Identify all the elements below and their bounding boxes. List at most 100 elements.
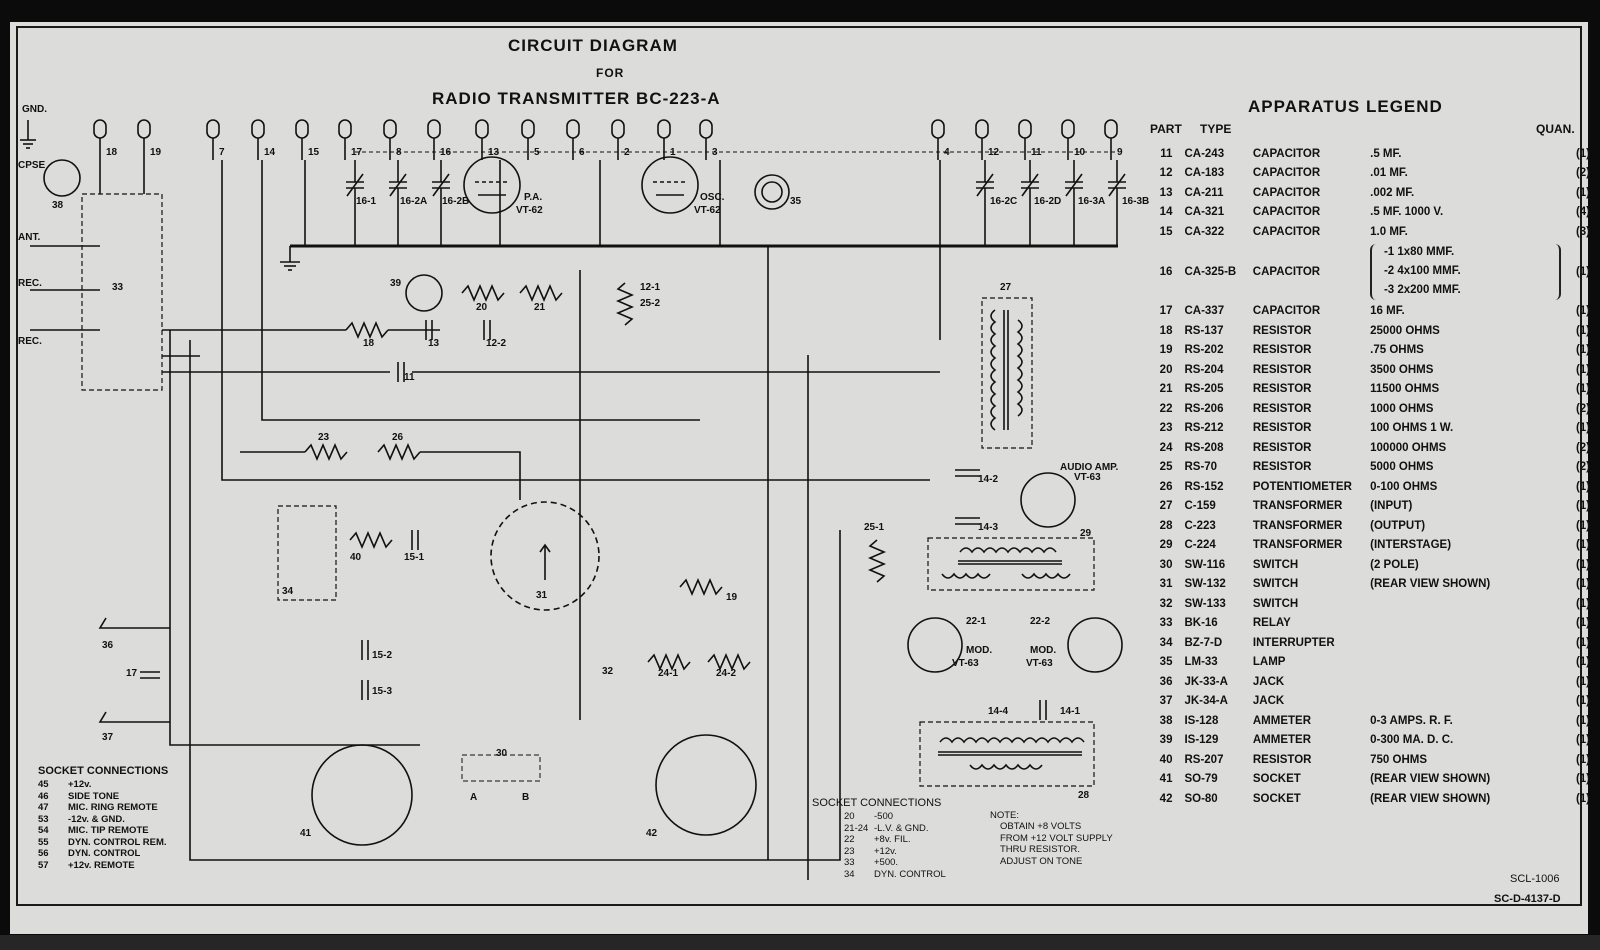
legend-part: 20 xyxy=(1159,363,1173,376)
legend-part: 27 xyxy=(1159,500,1173,513)
socket-desc: -12v. & GND. xyxy=(68,813,125,825)
legend-qty: (2) xyxy=(1575,441,1590,454)
switch-30-label-b: B xyxy=(522,792,530,803)
component-ref-label: 19 xyxy=(726,592,738,603)
component-ref-label: 20 xyxy=(476,302,488,313)
legend-qty: (1) xyxy=(1575,558,1590,571)
legend-desc: JACK xyxy=(1252,675,1285,688)
rec-label-1: REC. xyxy=(18,278,42,289)
socket-row: 21-24 -L.V. & GND. xyxy=(844,823,946,835)
diagram-border xyxy=(16,26,1582,906)
legend-qty: (1) xyxy=(1575,773,1590,786)
legend-value: .002 MF. xyxy=(1370,186,1415,199)
rec-label-2: REC. xyxy=(18,336,42,347)
socket-desc: +12v. REMOTE xyxy=(68,859,135,871)
legend-qty: (1) xyxy=(1575,480,1590,493)
legend-part: 23 xyxy=(1159,422,1173,435)
legend-qty: (2) xyxy=(1575,402,1590,415)
legend-type: CA-325-B xyxy=(1184,265,1237,278)
legend-type: BK-16 xyxy=(1184,617,1218,630)
terminal-post xyxy=(93,119,107,139)
legend-desc: CAPACITOR xyxy=(1252,305,1321,318)
legend-desc: SWITCH xyxy=(1252,558,1299,571)
socket-desc: MIC. TIP REMOTE xyxy=(68,825,149,836)
component-ref-label: 30 xyxy=(496,748,508,759)
component-ref-label: 18 xyxy=(363,338,375,349)
pa-tube-type: VT-62 xyxy=(516,205,543,216)
socket-connections-left-title: SOCKET CONNECTIONS xyxy=(38,765,169,777)
terminal-post xyxy=(475,119,489,139)
legend-part: 21 xyxy=(1159,383,1173,396)
terminal-post xyxy=(611,119,625,139)
legend-type: JK-34-A xyxy=(1184,695,1228,708)
legend-part: 32 xyxy=(1159,597,1173,610)
component-ref-label: 28 xyxy=(1078,790,1090,801)
legend-part: 38 xyxy=(1159,714,1173,727)
legend-qty: (1) xyxy=(1575,500,1590,513)
legend-part: 12 xyxy=(1159,167,1173,180)
gnd-label: GND. xyxy=(22,104,47,115)
socket-desc: -L.V. & GND. xyxy=(874,822,929,834)
mod-tube-1-label: MOD. xyxy=(966,645,993,656)
legend-qty: (1) xyxy=(1575,675,1590,688)
legend-desc: CAPACITOR xyxy=(1252,167,1321,180)
component-ref-label: 31 xyxy=(536,590,548,601)
legend-part: 30 xyxy=(1159,558,1173,571)
terminal-post xyxy=(699,119,713,139)
socket-42-symbol xyxy=(655,734,757,836)
legend-type: IS-128 xyxy=(1184,714,1219,727)
mod-tube-2-label: MOD. xyxy=(1030,645,1057,656)
component-ref-label: 16-2B xyxy=(442,196,470,207)
legend-qty: (1) xyxy=(1575,597,1590,610)
legend-value: .5 MF. 1000 V. xyxy=(1370,206,1444,219)
component-ref-label: 42 xyxy=(646,828,658,839)
legend-qty: (2) xyxy=(1575,461,1590,474)
component-ref-label: 41 xyxy=(300,828,312,839)
legend-qty: (1) xyxy=(1575,734,1590,747)
legend-qty: (1) xyxy=(1575,617,1590,630)
legend-value: (REAR VIEW SHOWN) xyxy=(1370,773,1491,786)
component-ref-label: 15-1 xyxy=(404,552,425,563)
terminal-post xyxy=(975,119,989,139)
mod-tube-1-symbol xyxy=(907,617,963,673)
socket-pin: 22 xyxy=(844,834,855,845)
legend-value-group: -1 1x80 MMF.-2 4x100 MMF.-3 2x200 MMF. xyxy=(1369,243,1561,300)
socket-desc: MIC. RING REMOTE xyxy=(68,802,158,813)
terminal-post xyxy=(1018,119,1032,139)
component-ref-label: 16-1 xyxy=(356,196,377,207)
socket-pin: 45 xyxy=(38,779,49,790)
legend-qty: (1) xyxy=(1575,186,1590,199)
mod-tube-2-type: VT-63 xyxy=(1026,658,1053,669)
pa-tube-label: P.A. xyxy=(524,192,543,203)
terminal-post xyxy=(1104,119,1118,139)
legend-qty: (1) xyxy=(1575,753,1590,766)
socket-pin: 33 xyxy=(844,857,855,868)
socket-desc: +500. xyxy=(874,857,899,868)
component-ref-label: 17 xyxy=(126,668,138,679)
socket-pin: 53 xyxy=(38,813,49,825)
socket-pin: 21-24 xyxy=(844,822,869,834)
socket-pin: 56 xyxy=(38,848,49,859)
component-ref-label: 38 xyxy=(52,200,64,211)
socket-desc: +8v. FIL. xyxy=(874,834,911,845)
